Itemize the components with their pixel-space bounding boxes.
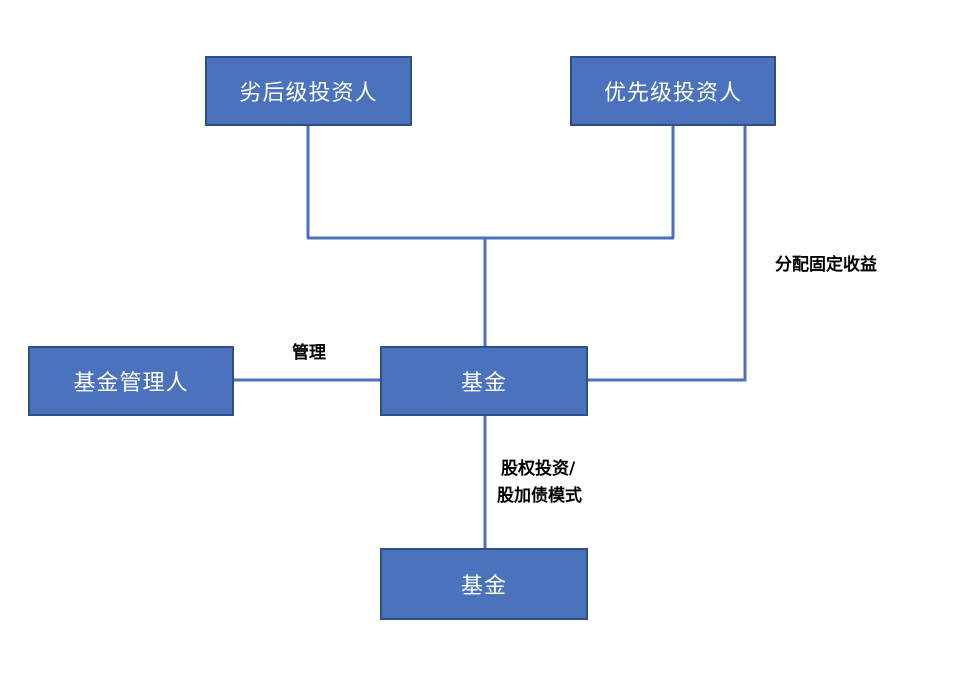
- subordinate-investor-box: 劣后级投资人: [205, 56, 412, 126]
- investment-mode-edge-label-line2: 股加债模式: [497, 486, 582, 506]
- connector-fund-to-senior: [587, 125, 747, 382]
- fund-main-box: 基金: [380, 346, 588, 416]
- manage-edge-label: 管理: [292, 343, 326, 363]
- fund-main-label: 基金: [460, 371, 507, 396]
- fund-target-label: 基金: [460, 574, 507, 599]
- subordinate-investor-label: 劣后级投资人: [239, 81, 378, 106]
- fund-target-box: 基金: [380, 548, 588, 620]
- senior-investor-label: 优先级投资人: [603, 81, 742, 106]
- investment-mode-edge-label-line1: 股权投资/: [501, 459, 576, 479]
- senior-investor-box: 优先级投资人: [570, 56, 776, 126]
- fund-manager-label: 基金管理人: [73, 371, 189, 396]
- fund-manager-box: 基金管理人: [28, 346, 234, 416]
- fixed-income-edge-label: 分配固定收益: [775, 255, 877, 275]
